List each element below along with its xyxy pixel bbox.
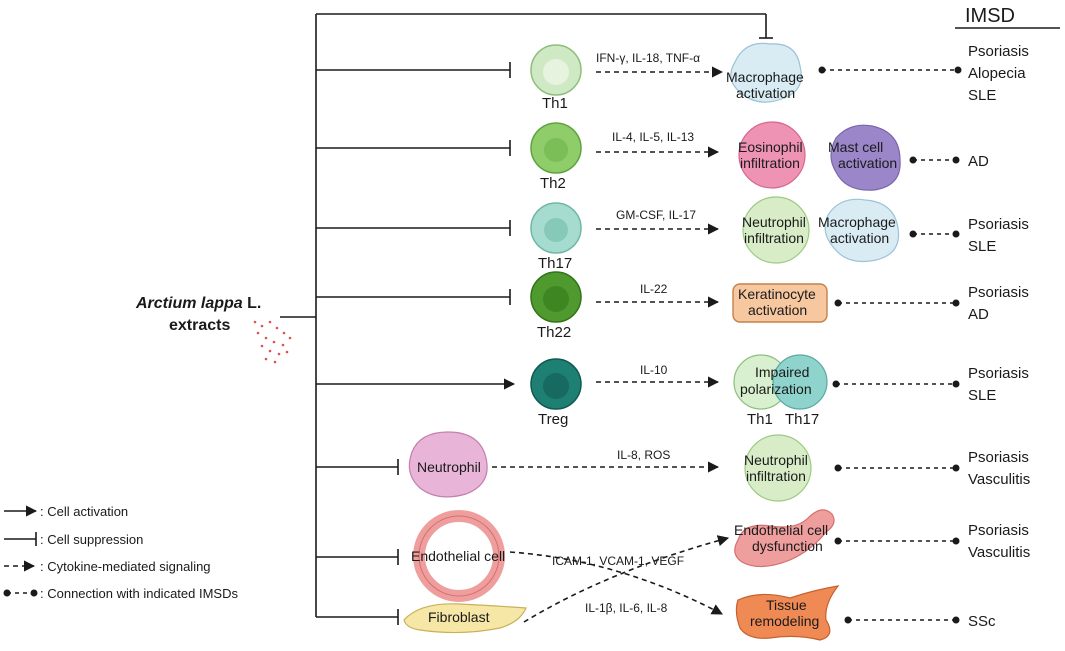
svg-text:AD: AD [968,306,989,323]
svg-text:IL-8, ROS: IL-8, ROS [617,448,670,462]
svg-text:Macrophage: Macrophage [818,214,896,230]
legend: : Cell activation : Cell suppression : C… [3,504,238,601]
svg-text:SSc: SSc [968,613,996,630]
svg-text:Tissue: Tissue [766,597,807,613]
svg-text:SLE: SLE [968,387,996,404]
svg-text:Fibroblast: Fibroblast [428,609,490,625]
svg-text:Endothelial cell: Endothelial cell [734,522,828,538]
svg-text:activation: activation [830,230,889,246]
svg-text:Psoriasis: Psoriasis [968,284,1029,301]
svg-text:Th17: Th17 [785,411,819,428]
svg-text:Neutrophil: Neutrophil [417,459,481,475]
fibroblast-signal-arrow [523,535,730,623]
svg-text:infiltration: infiltration [744,230,804,246]
keratinocyte-icon [732,283,828,323]
neutrophil-icon [742,196,810,264]
tissue-remodeling-icon [735,585,840,641]
svg-text:Psoriasis: Psoriasis [968,43,1029,60]
svg-text:activation: activation [748,302,807,318]
svg-text:Mast cell: Mast cell [828,139,883,155]
svg-text:polarization: polarization [740,381,812,397]
extract-dots [253,320,292,364]
eosinophil-icon [738,121,806,189]
svg-text:Endothelial cell: Endothelial cell [411,548,505,564]
svg-text:Neutrophil: Neutrophil [742,214,806,230]
svg-text:IL-4, IL-5, IL-13: IL-4, IL-5, IL-13 [612,130,694,144]
svg-text:infiltration: infiltration [740,155,800,171]
svg-text:Eosinophil: Eosinophil [738,139,803,155]
svg-text:SLE: SLE [968,238,996,255]
th22-label: Th22 [537,324,571,341]
svg-text:ICAM-1, VCAM-1, VEGF: ICAM-1, VCAM-1, VEGF [552,554,684,568]
svg-text:Psoriasis: Psoriasis [968,522,1029,539]
svg-text:Vasculitis: Vasculitis [968,544,1030,561]
trunk-lines [280,13,773,625]
row-th22: Th22 IL-22 Keratinocyte activation Psori… [530,271,1029,341]
svg-text:dysfunction: dysfunction [752,538,823,554]
svg-text:Psoriasis: Psoriasis [968,365,1029,382]
svg-text:GM-CSF, IL-17: GM-CSF, IL-17 [616,208,696,222]
macrophage-icon-2 [824,198,900,263]
endothelial-signal-arrow [509,551,723,615]
row-endothelial: Endothelial cell ICAM-1, VCAM-1, VEGF En… [411,509,1030,615]
svg-text:infiltration: infiltration [746,468,806,484]
source-label-line2: extracts [169,317,230,334]
row-fibroblast: Fibroblast IL-1β, IL-6, IL-8 Tissue remo… [403,535,996,641]
svg-text:Vasculitis: Vasculitis [968,471,1030,488]
svg-text:Keratinocyte: Keratinocyte [738,286,816,302]
svg-text:Psoriasis: Psoriasis [968,449,1029,466]
th17-label: Th17 [538,255,572,272]
row-neutrophil: Neutrophil IL-8, ROS Neutrophil infiltra… [408,431,1030,502]
svg-text:Psoriasis: Psoriasis [968,216,1029,233]
th1-cytokines: IFN-γ, IL-18, TNF-α [596,51,700,65]
row-treg: Treg IL-10 Impaired polarization Th1 Th1… [530,354,1029,428]
svg-text:SLE: SLE [968,87,996,104]
endothelial-dysfunction-icon [734,509,835,568]
svg-text:: Cell suppression: : Cell suppression [40,532,143,547]
neutrophil-infiltration-icon [744,434,812,502]
row-th17: Th17 GM-CSF, IL-17 Neutrophil infiltrati… [530,196,1029,272]
svg-text:: Connection with indicated IM: : Connection with indicated IMSDs [40,586,238,601]
svg-text:IL-10: IL-10 [640,363,668,377]
neutrophil-source-icon [408,431,488,498]
svg-text:AD: AD [968,153,989,170]
svg-text:: Cytokine-mediated signaling: : Cytokine-mediated signaling [40,559,211,574]
svg-text:Macrophage: Macrophage [726,69,804,85]
treg-label: Treg [538,411,568,428]
svg-text:remodeling: remodeling [750,613,819,629]
mast-cell-icon [830,124,901,191]
svg-text:Alopecia: Alopecia [968,65,1026,82]
row-th2: Th2 IL-4, IL-5, IL-13 Eosinophil infiltr… [530,121,989,192]
th2-label: Th2 [540,175,566,192]
svg-text:IL-1β, IL-6, IL-8: IL-1β, IL-6, IL-8 [585,601,668,615]
source-label-line1: Arctium lappa L. [135,295,261,312]
svg-text:activation: activation [838,155,897,171]
macrophage-icon [730,42,802,103]
svg-text:IL-22: IL-22 [640,282,668,296]
svg-text:Impaired: Impaired [755,364,809,380]
svg-text:: Cell activation: : Cell activation [40,504,128,519]
row-th1: Th1 IFN-γ, IL-18, TNF-α Macrophage activ… [530,42,1029,112]
svg-text:Th1: Th1 [747,411,773,428]
th1-label: Th1 [542,95,568,112]
imsd-header: IMSD [965,5,1015,27]
svg-text:activation: activation [736,85,795,101]
svg-text:Neutrophil: Neutrophil [744,452,808,468]
fibroblast-source-icon [403,603,527,634]
th17-polarization-icon [772,354,828,410]
